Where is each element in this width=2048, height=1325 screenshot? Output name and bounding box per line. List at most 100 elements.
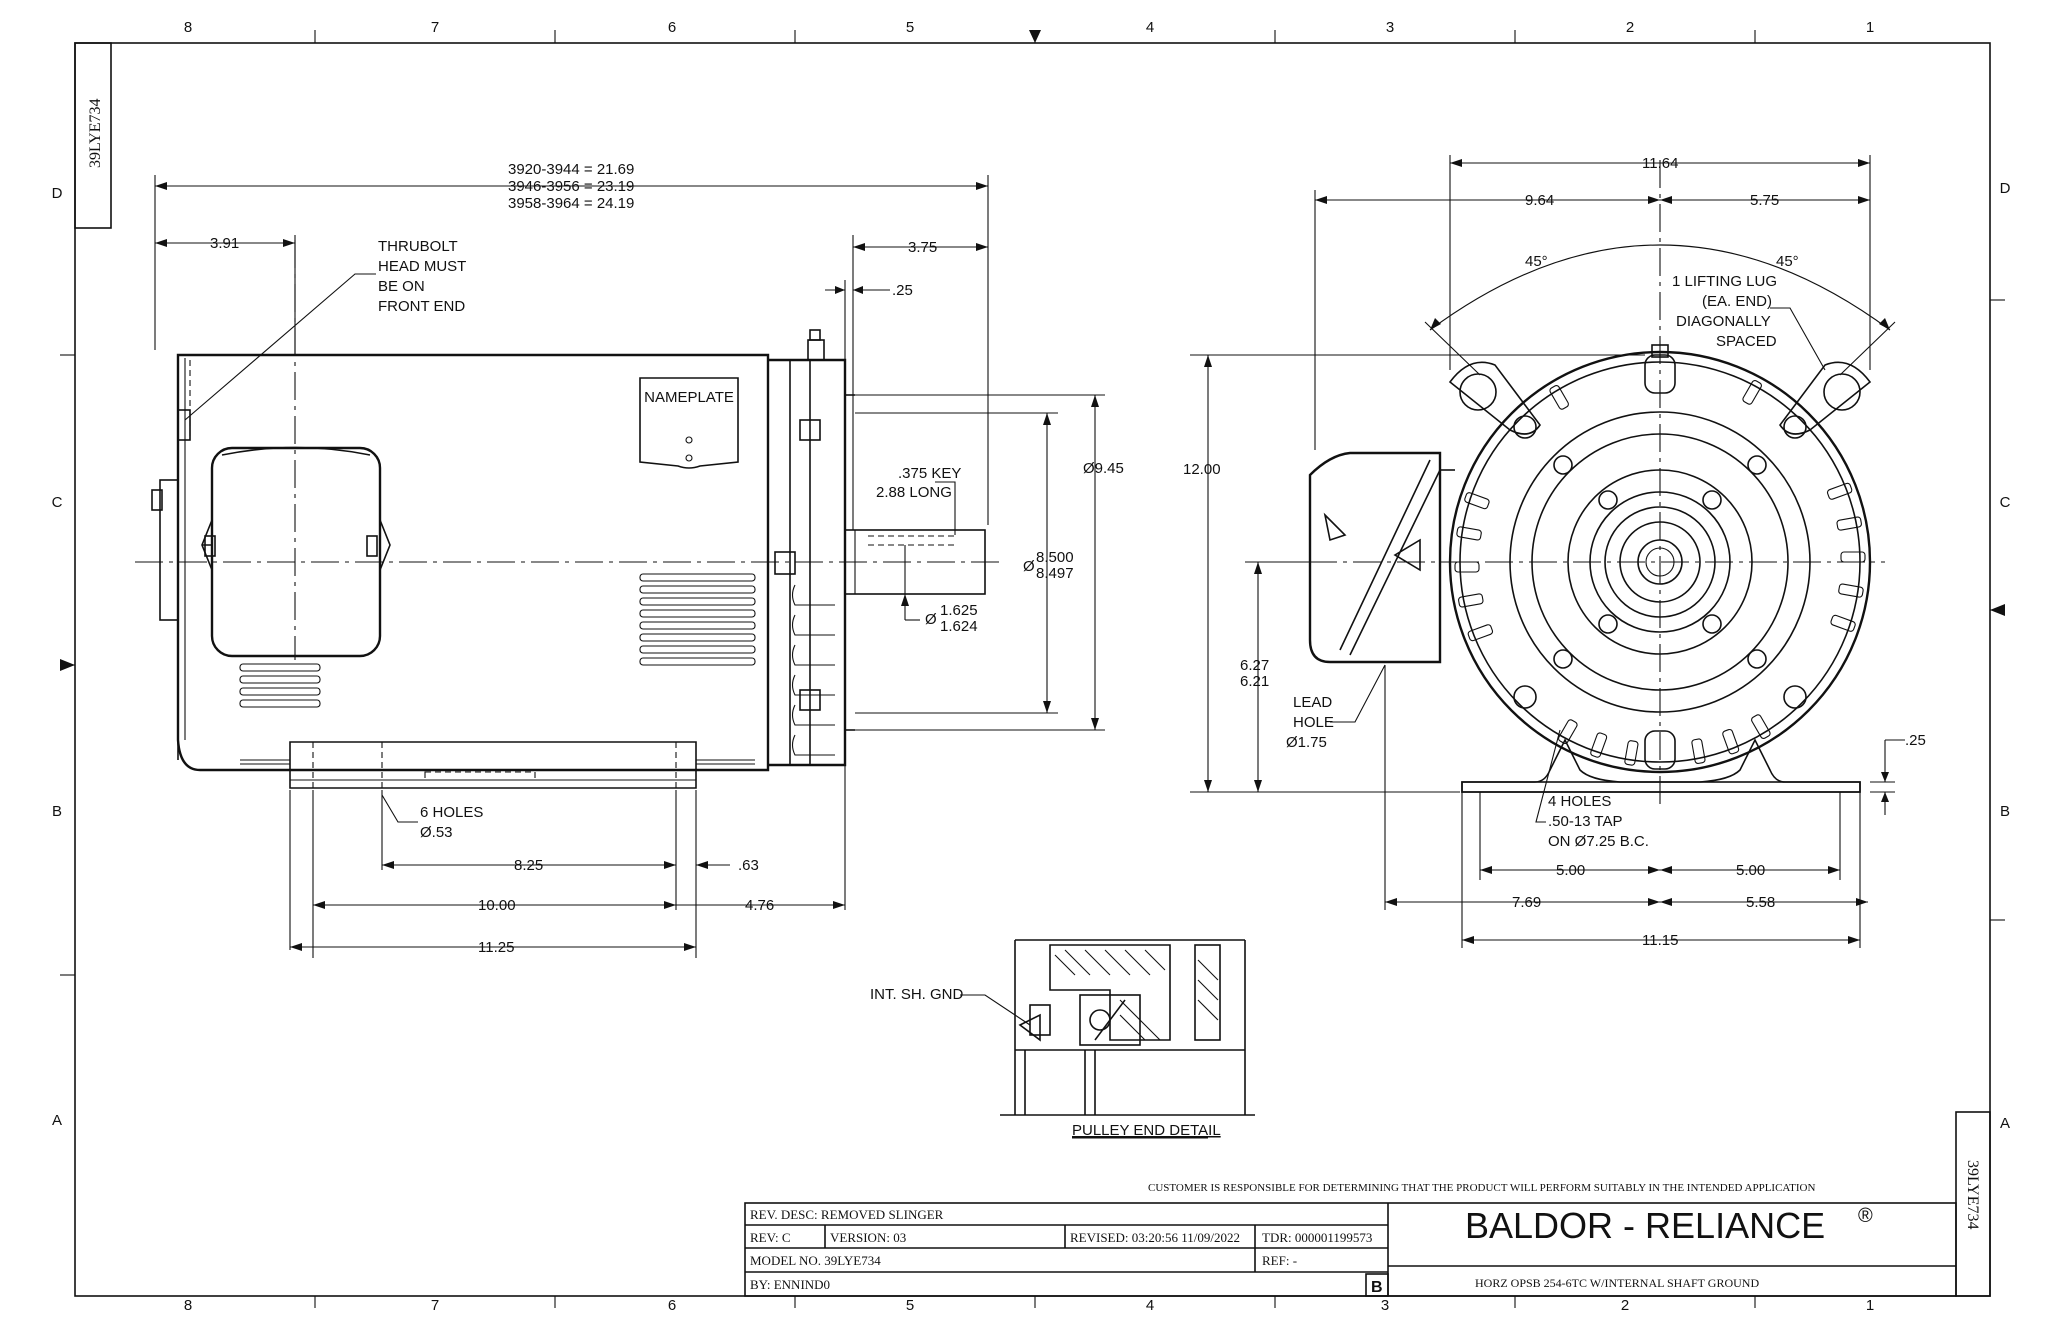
- dim-9-64: 9.64: [1525, 192, 1554, 209]
- zone-col-3-top: 3: [1386, 19, 1394, 36]
- dim-8-25: 8.25: [514, 857, 543, 874]
- detail-title: PULLEY END DETAIL: [1072, 1122, 1221, 1139]
- zone-col-6-top: 6: [668, 19, 676, 36]
- model-description: HORZ OPSB 254-6TC W/INTERNAL SHAFT GROUN…: [1475, 1276, 1759, 1290]
- revised: REVISED: 03:20:56 11/09/2022: [1070, 1230, 1240, 1245]
- tap-note-1: 4 HOLES: [1548, 793, 1611, 810]
- side-vent-slots: [639, 573, 756, 666]
- angle-45-left: 45°: [1525, 253, 1548, 270]
- zone-col-6-bottom: 6: [668, 1297, 676, 1314]
- lug-note-3: DIAGONALLY: [1676, 313, 1771, 330]
- length-dim-2: 3946-3956 = 23.19: [508, 178, 634, 195]
- dim-63: .63: [738, 857, 759, 874]
- zone-col-5-top: 5: [906, 19, 914, 36]
- dia-shaft-lower: 1.624: [940, 618, 978, 635]
- dim-5-58: 5.58: [1746, 894, 1775, 911]
- lug-note-2: (EA. END): [1702, 293, 1772, 310]
- dia-shaft-upper: 1.625: [940, 602, 978, 619]
- zone-col-1-top: 1: [1866, 19, 1874, 36]
- front-vent-slots: [791, 584, 835, 756]
- key-note-2: 2.88 LONG: [876, 484, 952, 501]
- rev: REV: C: [750, 1230, 791, 1245]
- zone-col-8-top: 8: [184, 19, 192, 36]
- zone-col-4-top: 4: [1146, 19, 1154, 36]
- motor-end-view: [1265, 160, 1885, 810]
- holes-note-2: Ø.53: [420, 824, 453, 841]
- rev-desc: REV. DESC: REMOVED SLINGER: [750, 1207, 944, 1222]
- lug-note-1: 1 LIFTING LUG: [1672, 273, 1777, 290]
- dim-5-00-right: 5.00: [1736, 862, 1765, 879]
- zone-col-3-bottom: 3: [1381, 1297, 1389, 1314]
- drawing-id-bottom-text: 39LYE734: [1964, 1160, 1981, 1230]
- shaft: [844, 529, 986, 595]
- side-view-dimensions: 3920-3944 = 21.69 3946-3956 = 23.19 3958…: [154, 161, 1124, 958]
- pulley-end-detail: INT. SH. GND PULLEY END DETAIL: [870, 939, 1255, 1139]
- end-vent-slots: [1454, 380, 1866, 766]
- zone-col-2-top: 2: [1626, 19, 1634, 36]
- zone-row-a-left: A: [52, 1112, 62, 1129]
- key-note-1: .375 KEY: [898, 465, 961, 482]
- lead-note-3: Ø1.75: [1286, 734, 1327, 751]
- zone-row-c-left: C: [52, 494, 63, 511]
- dim-6-27: 6.27: [1240, 657, 1269, 674]
- dim-11-25: 11.25: [478, 939, 514, 956]
- dim-25-end: .25: [1905, 732, 1926, 749]
- zone-col-7-top: 7: [431, 19, 439, 36]
- dia-pilot-prefix: Ø: [1023, 558, 1035, 575]
- zone-col-7-bottom: 7: [431, 1297, 439, 1314]
- lifting-lug-right: [1779, 361, 1872, 435]
- mounting-feet: [289, 741, 697, 789]
- nameplate-outline: [639, 377, 739, 469]
- company-name: BALDOR - RELIANCE: [1465, 1205, 1825, 1246]
- end-view-feet: [1461, 738, 1861, 793]
- registered-mark: ®: [1858, 1205, 1873, 1227]
- zone-row-d-right: D: [2000, 180, 2011, 197]
- dim-10-00: 10.00: [478, 897, 516, 914]
- dim-4-76: 4.76: [745, 897, 774, 914]
- zone-row-b-right: B: [2000, 803, 2010, 820]
- zone-col-8-bottom: 8: [184, 1297, 192, 1314]
- tdr: TDR: 000001199573: [1262, 1230, 1372, 1245]
- drawing-id-top-text: 39LYE734: [87, 99, 104, 169]
- title-block: CUSTOMER IS RESPONSIBLE FOR DETERMINING …: [744, 1182, 1957, 1297]
- dia-pilot-upper: 8.500: [1036, 549, 1074, 566]
- lead-note-1: LEAD: [1293, 694, 1332, 711]
- dim-11-15: 11.15: [1642, 932, 1678, 949]
- length-dim-3: 3958-3964 = 24.19: [508, 195, 634, 212]
- ref: REF: -: [1262, 1253, 1297, 1268]
- dim-7-69: 7.69: [1512, 894, 1541, 911]
- zone-row-a-right: A: [2000, 1115, 2010, 1132]
- zone-labels: 8 7 6 5 4 3 2 1 8 7 6 5 4 3 2 1 D C B A …: [52, 19, 2011, 1314]
- zone-col-4-bottom: 4: [1146, 1297, 1154, 1314]
- drawing-id-top: 39LYE734: [74, 42, 112, 229]
- lug-note-4: SPACED: [1716, 333, 1777, 350]
- version: VERSION: 03: [830, 1230, 906, 1245]
- sheet-border: [60, 30, 2005, 1308]
- size-letter: B: [1371, 1279, 1383, 1296]
- dim-5-75: 5.75: [1750, 192, 1779, 209]
- angle-45-right: 45°: [1776, 253, 1799, 270]
- dim-3-91: 3.91: [210, 235, 239, 252]
- zone-col-1-bottom: 1: [1866, 1297, 1874, 1314]
- zone-col-5-bottom: 5: [906, 1297, 914, 1314]
- lifting-lug-left: [1448, 361, 1541, 435]
- nameplate-label: NAMEPLATE: [644, 389, 734, 406]
- dim-3-75: 3.75: [908, 239, 937, 256]
- tap-note-3: ON Ø7.25 B.C.: [1548, 833, 1649, 850]
- dim-11-64: 11.64: [1642, 155, 1678, 172]
- dim-6-21: 6.21: [1240, 673, 1269, 690]
- dim-12-00: 12.00: [1183, 461, 1221, 478]
- motor-side-view: NAMEPLATE: [135, 240, 1000, 789]
- disclaimer-text: CUSTOMER IS RESPONSIBLE FOR DETERMINING …: [1148, 1182, 1815, 1194]
- zone-row-b-left: B: [52, 803, 62, 820]
- dim-25-side: .25: [892, 282, 913, 299]
- thrubolt-note-1: THRUBOLT: [378, 238, 458, 255]
- lead-note-2: HOLE: [1293, 714, 1334, 731]
- zone-col-2-bottom: 2: [1621, 1297, 1629, 1314]
- dia-9-45: Ø9.45: [1083, 460, 1124, 477]
- thrubolt-note-3: BE ON: [378, 278, 425, 295]
- thrubolt-note-2: HEAD MUST: [378, 258, 466, 275]
- tap-note-2: .50-13 TAP: [1548, 813, 1623, 830]
- dia-shaft-prefix: Ø: [925, 611, 937, 628]
- zone-row-c-right: C: [2000, 494, 2011, 511]
